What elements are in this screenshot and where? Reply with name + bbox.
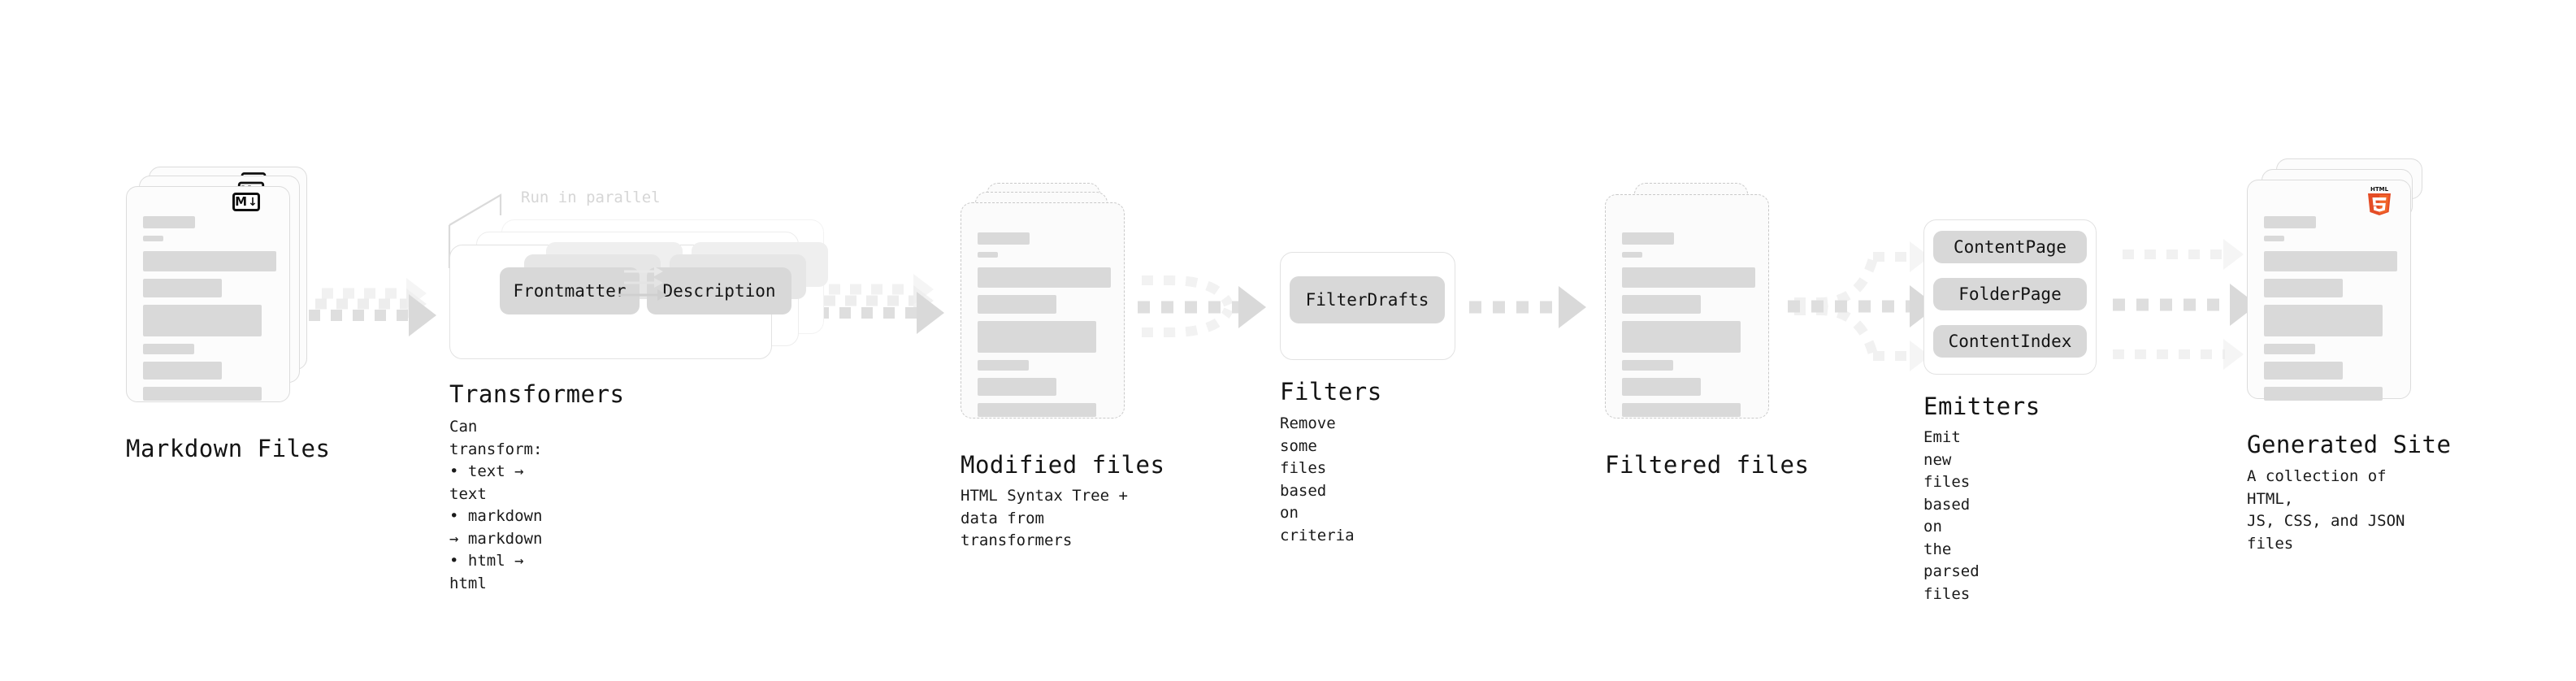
emitter-chip-folderpage[interactable]: FolderPage bbox=[1933, 278, 2087, 310]
arrow-transformers-to-modified bbox=[817, 274, 944, 334]
stage-caption-generated-site: A collection of HTML, JS, CSS, and JSON … bbox=[2247, 467, 2405, 553]
arrow-markdown-to-transformers bbox=[309, 278, 436, 336]
arrow-filtered-to-emitters bbox=[1788, 241, 1937, 371]
stage-title-filters: Filters bbox=[1280, 378, 1382, 406]
modified-file-stack bbox=[961, 183, 1147, 427]
stage-markdown-files: M↓ M↓ M↓ Markdown Files bbox=[126, 167, 330, 462]
arrow-filters-to-filtered bbox=[1469, 286, 1586, 328]
svg-text:HTML: HTML bbox=[2370, 186, 2389, 193]
filter-chip-filterdrafts-label: FilterDrafts bbox=[1305, 290, 1429, 310]
stage-caption-emitters: Emit new files based on the parsed files bbox=[1923, 428, 1980, 603]
stage-title-emitters: Emitters bbox=[1923, 393, 2040, 420]
emitter-chip-contentindex[interactable]: ContentIndex bbox=[1933, 325, 2087, 358]
generated-file-stack: CSS HTML bbox=[2247, 158, 2442, 410]
transformer-chip-description[interactable]: Description bbox=[647, 267, 791, 314]
markdown-icon-front: M↓ bbox=[232, 193, 260, 211]
stage-title-transformers: Transformers bbox=[449, 380, 625, 408]
transformer-chip-description-label: Description bbox=[662, 281, 776, 301]
stage-title-filtered-files: Filtered files bbox=[1605, 451, 1810, 479]
filtered-file-stack bbox=[1605, 183, 1792, 427]
run-in-parallel-label: Run in parallel bbox=[521, 189, 661, 206]
stage-title-generated-site: Generated Site bbox=[2247, 431, 2452, 458]
filter-chip-filterdrafts[interactable]: FilterDrafts bbox=[1290, 276, 1445, 323]
stage-generated-site: CSS HTML bbox=[2247, 158, 2451, 553]
file-sheet-front bbox=[1605, 194, 1769, 419]
transformer-chip-frontmatter[interactable]: Frontmatter bbox=[500, 267, 640, 314]
file-sheet-html bbox=[2247, 180, 2411, 401]
stage-title-markdown-files: Markdown Files bbox=[126, 435, 331, 462]
transformer-chip-frontmatter-label: Frontmatter bbox=[513, 281, 627, 301]
stage-caption-filters: Remove some files based on criteria bbox=[1280, 414, 1355, 544]
stage-title-modified-files: Modified files bbox=[961, 451, 1165, 479]
stage-caption-transformers: Can transform: • text → text • markdown … bbox=[449, 418, 543, 592]
emitter-chip-contentpage[interactable]: ContentPage bbox=[1933, 231, 2087, 263]
stage-modified-files: Modified files HTML Syntax Tree + data f… bbox=[961, 183, 1164, 549]
markdown-file-stack: M↓ M↓ M↓ bbox=[126, 167, 313, 419]
file-sheet-front bbox=[126, 186, 290, 402]
file-content-lines bbox=[2264, 216, 2397, 408]
emitter-chip-contentindex-label: ContentIndex bbox=[1948, 332, 2072, 351]
stage-filtered-files: Filtered files bbox=[1605, 183, 1809, 479]
emitter-chip-folderpage-label: FolderPage bbox=[1958, 284, 2062, 304]
emitter-chip-contentpage-label: ContentPage bbox=[1953, 237, 2067, 257]
arrow-emitters-to-site bbox=[2113, 239, 2257, 370]
file-sheet-front bbox=[961, 202, 1125, 419]
html5-icon: HTML bbox=[2366, 184, 2393, 217]
file-content-lines bbox=[143, 216, 276, 408]
arrow-modified-to-filters bbox=[1138, 275, 1266, 337]
file-content-lines bbox=[978, 232, 1111, 424]
stage-caption-modified-files: HTML Syntax Tree + data from transformer… bbox=[961, 487, 1128, 550]
file-content-lines bbox=[1622, 232, 1755, 424]
